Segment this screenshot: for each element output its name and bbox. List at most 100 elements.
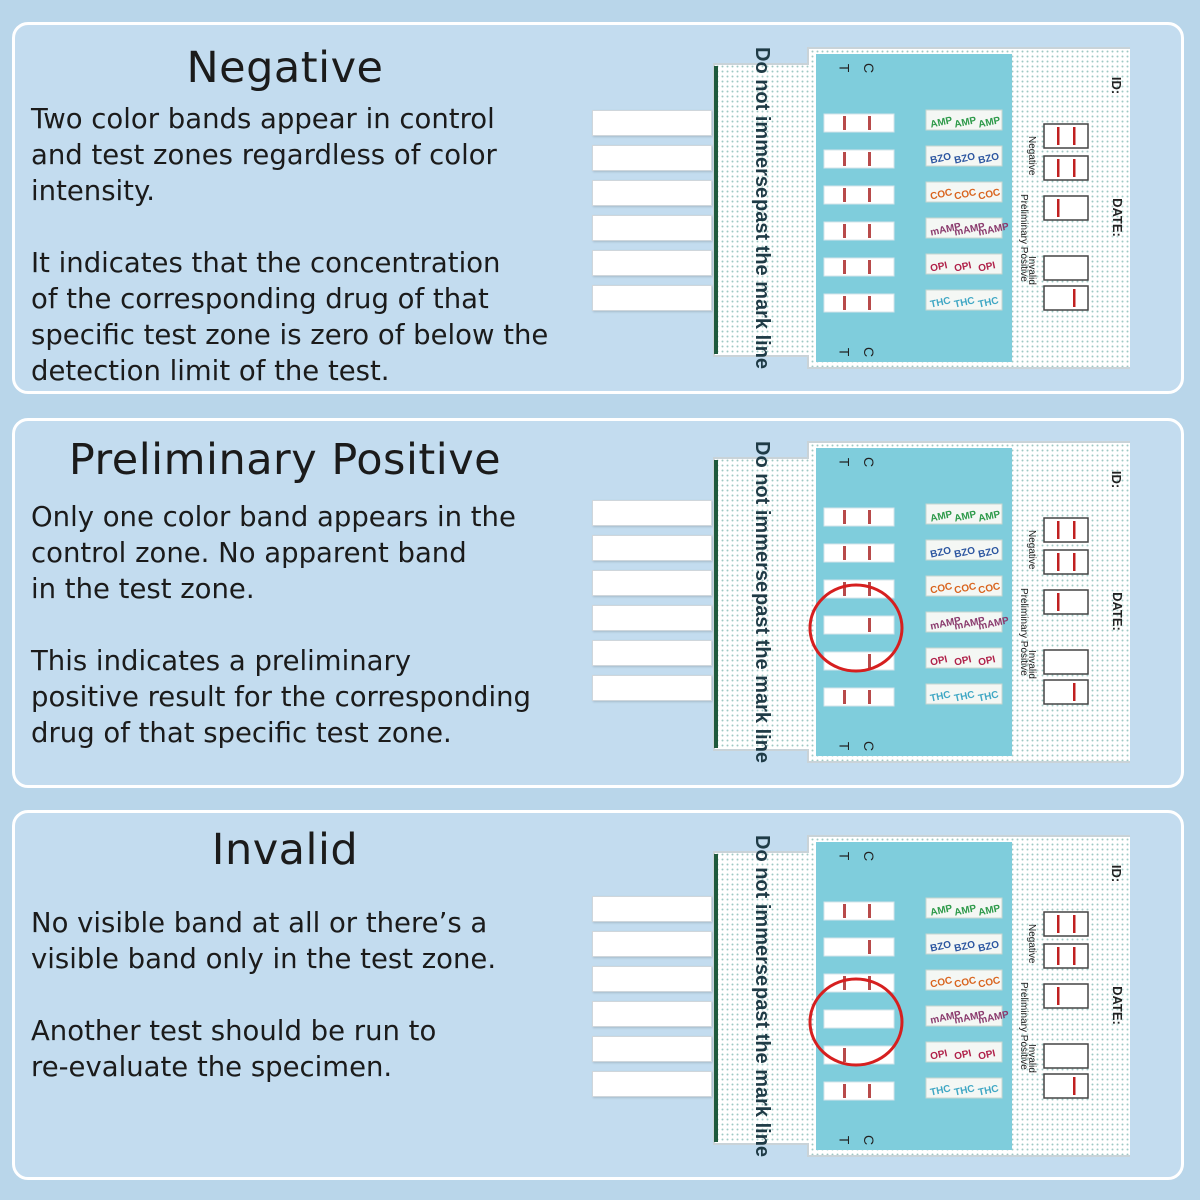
legend-window [1043, 549, 1089, 575]
warning-line: Do not immerse [751, 441, 773, 593]
drug-label: COC [953, 975, 977, 990]
legend-label: Invalid [1026, 256, 1037, 285]
drug-label-strip [925, 897, 1003, 919]
test-window [823, 293, 895, 313]
control-band [868, 618, 871, 632]
drug-label-strip [925, 933, 1003, 955]
drug-label-strip [925, 683, 1003, 705]
drug-label: BZO [929, 151, 952, 166]
sample-strip-tab [592, 966, 712, 992]
test-window [823, 221, 895, 241]
drug-label-strip [925, 969, 1003, 991]
test-band [843, 904, 846, 918]
highlight-circle [808, 583, 904, 673]
test-window [823, 185, 895, 205]
drug-label: BZO [977, 939, 1000, 954]
test-window [823, 937, 895, 957]
drug-label: COC [977, 581, 1001, 596]
test-window [823, 149, 895, 169]
drug-label: BZO [929, 939, 952, 954]
drug-label: THC [929, 295, 951, 310]
control-band [868, 224, 871, 238]
drug-label-strip [925, 1077, 1003, 1099]
sample-strip-tab [592, 250, 712, 276]
drug-label: THC [977, 295, 999, 310]
drug-label: OPI [953, 1048, 972, 1062]
id-label: ID: [1109, 76, 1125, 95]
interpretation-paragraph: This indicates a preliminary positive re… [31, 645, 531, 749]
drug-label: AMP [953, 509, 977, 524]
legend-window [1043, 911, 1089, 937]
test-window [823, 687, 895, 707]
legend-band [1073, 289, 1076, 307]
sample-strip-tab [592, 640, 712, 666]
legend-band [1073, 947, 1076, 965]
drug-label: OPI [977, 260, 996, 274]
test-band [843, 510, 846, 524]
ct-label: C [861, 346, 878, 358]
test-band [843, 1048, 846, 1062]
warning-line: past the mark line [751, 986, 773, 1157]
drug-label: AMP [977, 509, 1001, 524]
legend-label: Invalid [1026, 1044, 1037, 1073]
drug-label-strip [925, 253, 1003, 275]
sample-strip-tab [592, 535, 712, 561]
legend-window [1043, 517, 1089, 543]
legend-band [1073, 683, 1076, 701]
drug-label-strip [925, 181, 1003, 203]
legend-band [1057, 553, 1060, 571]
control-band [868, 152, 871, 166]
test-window [823, 257, 895, 277]
legend-window [1043, 123, 1089, 149]
test-window [823, 113, 895, 133]
drug-label-strip [925, 1041, 1003, 1063]
control-band [868, 546, 871, 560]
sample-strip-tab [592, 605, 712, 631]
drug-label-strip [925, 217, 1003, 239]
legend-band [1073, 1077, 1076, 1095]
test-band [843, 976, 846, 990]
test-window [823, 507, 895, 527]
legend-window [1043, 649, 1089, 675]
warning-line: Do not immerse [751, 835, 773, 987]
highlight-circle [808, 977, 904, 1067]
warning-line: Do not immerse [751, 47, 773, 199]
control-band [868, 904, 871, 918]
sample-strip-tab [592, 215, 712, 241]
sample-strip-tab [592, 180, 712, 206]
drug-label: OPI [977, 654, 996, 668]
control-band [868, 260, 871, 274]
test-band [843, 690, 846, 704]
control-band [868, 296, 871, 310]
control-band [868, 976, 871, 990]
legend-band [1057, 915, 1060, 933]
drug-label-strip [925, 109, 1003, 131]
panel-title: Invalid [211, 825, 359, 875]
test-window [823, 543, 895, 563]
legend-band [1057, 127, 1060, 145]
sample-strip-tab [592, 675, 712, 701]
ct-label: C [861, 1134, 878, 1146]
drug-label: COC [953, 187, 977, 202]
drug-label: THC [929, 1083, 951, 1098]
drug-label-strip [925, 575, 1003, 597]
mark-line [714, 854, 718, 1142]
legend-window [1043, 1043, 1089, 1069]
sample-strip-tab [592, 896, 712, 922]
test-band [843, 296, 846, 310]
sample-strip-tab [592, 1071, 712, 1097]
panel-title: Preliminary Positive [68, 435, 502, 485]
ct-label: C [861, 740, 878, 752]
legend-band [1057, 159, 1060, 177]
test-band [843, 224, 846, 238]
drug-label: COC [953, 581, 977, 596]
drug-label: AMP [929, 115, 953, 130]
legend-label: Negative [1026, 924, 1037, 964]
control-band [868, 654, 871, 668]
drug-label: AMP [977, 903, 1001, 918]
drug-label: AMP [929, 509, 953, 524]
